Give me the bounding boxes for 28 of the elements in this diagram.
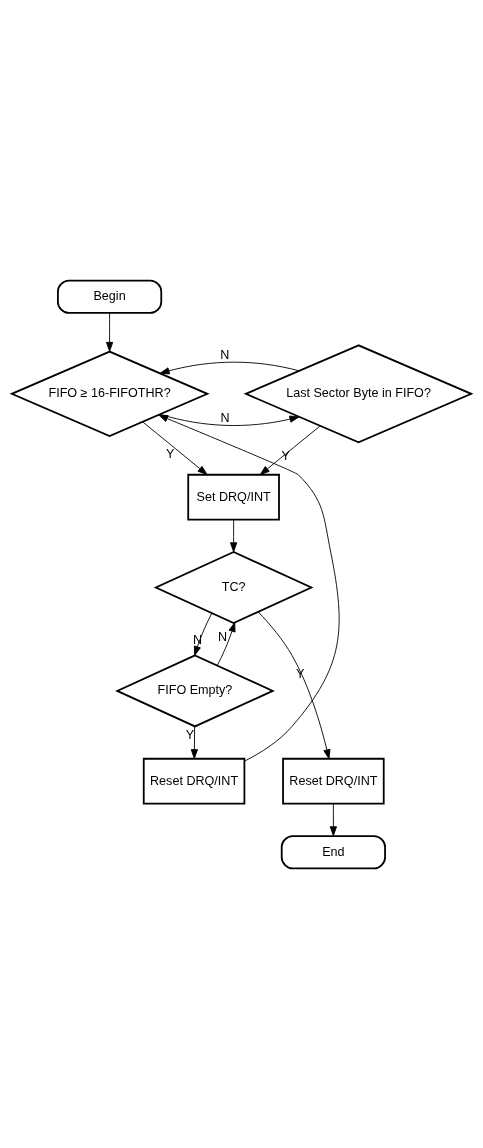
edge-label: N bbox=[220, 347, 230, 362]
arrow bbox=[216, 621, 236, 666]
arrow bbox=[257, 611, 331, 759]
node-diamond: TC? bbox=[153, 550, 314, 624]
arrow bbox=[259, 425, 321, 475]
node-box: Reset DRQ/INT bbox=[142, 757, 246, 805]
arrow bbox=[158, 414, 340, 762]
edge-label: Y bbox=[185, 727, 195, 742]
edge-label: Y bbox=[281, 448, 290, 463]
edge-label: N bbox=[218, 629, 228, 644]
arrow bbox=[190, 725, 198, 759]
arrow bbox=[329, 803, 337, 836]
edge-label: N bbox=[193, 632, 203, 647]
arrow bbox=[230, 518, 238, 552]
arrow bbox=[106, 312, 114, 352]
arrow bbox=[159, 361, 300, 374]
node-box: End bbox=[280, 834, 386, 869]
node-diamond: FIFO ≥ 16-FIFOTHR? bbox=[9, 350, 210, 437]
arrow bbox=[142, 421, 208, 475]
arrow bbox=[193, 612, 213, 656]
edge-label: Y bbox=[166, 446, 175, 461]
node-box: Set DRQ/INT bbox=[187, 473, 280, 521]
edge-label: N bbox=[220, 410, 230, 425]
node-box: Reset DRQ/INT bbox=[282, 757, 385, 805]
arrow bbox=[159, 413, 300, 426]
node-diamond: Last Sector Byte in FIFO? bbox=[243, 343, 474, 443]
node-box: Begin bbox=[57, 279, 163, 314]
node-diamond: FIFO Empty? bbox=[115, 653, 275, 727]
